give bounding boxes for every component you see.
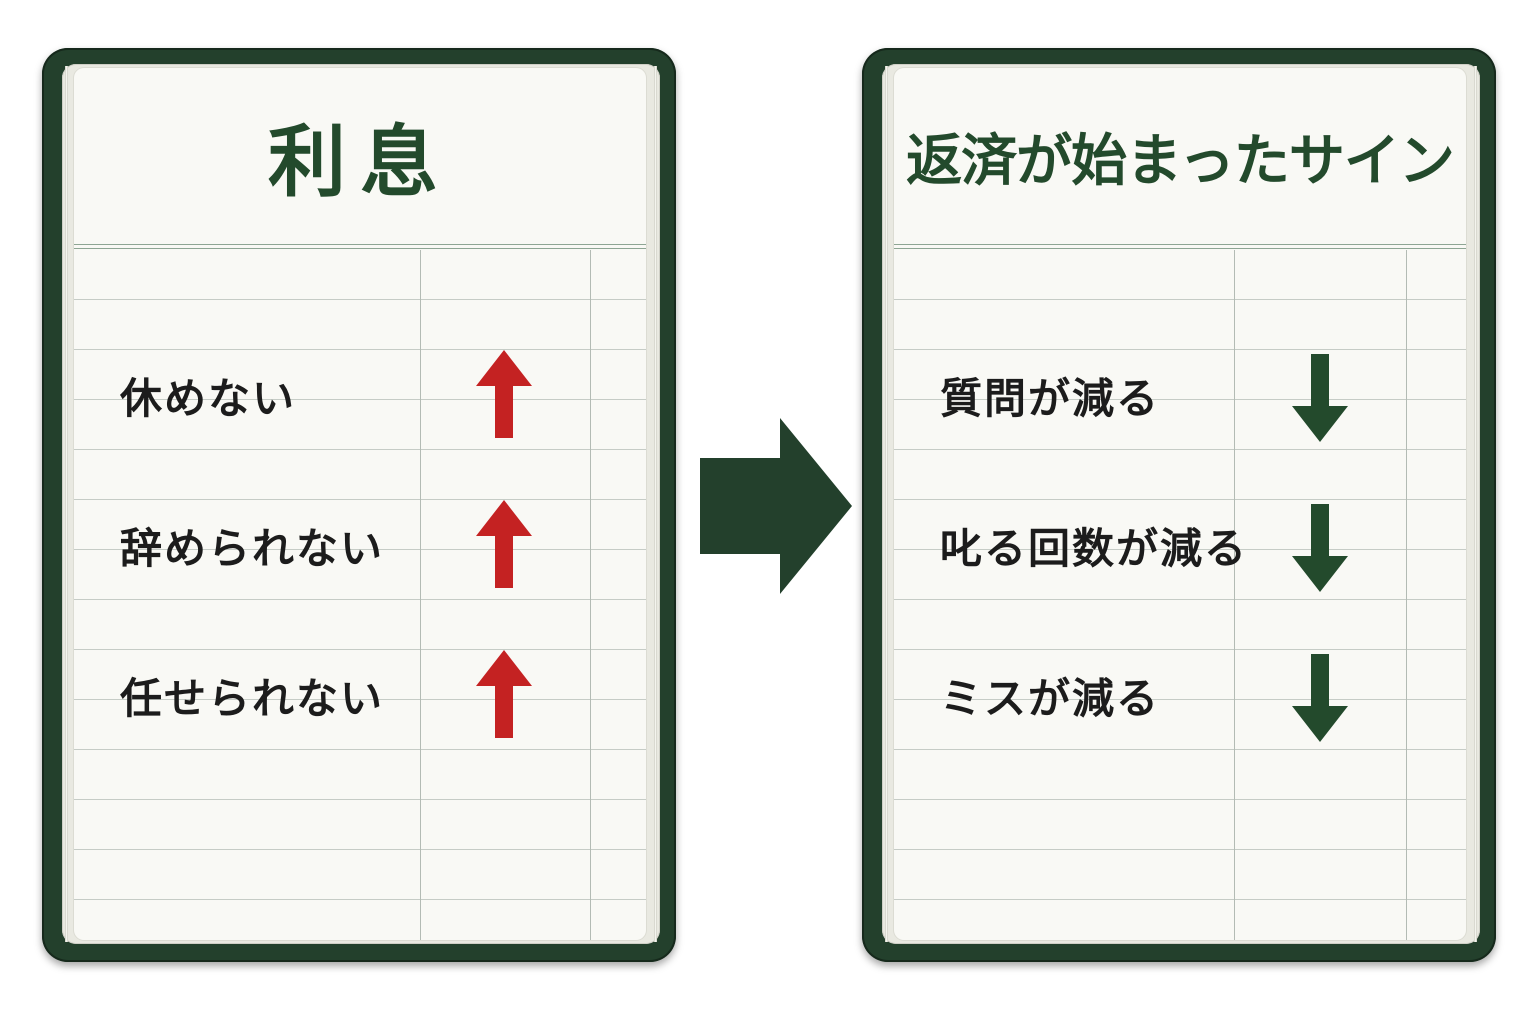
down-arrow-icon: [1292, 504, 1348, 592]
down-arrow-shape: [1292, 504, 1348, 592]
left-ledger-page: 利息 休めない 辞められない 任せられない: [74, 68, 646, 940]
right-ruled-lines: [894, 250, 1466, 940]
up-arrow-icon: [476, 350, 532, 438]
right-column-divider-narrow: [1406, 250, 1407, 940]
up-arrow-shape: [476, 650, 532, 738]
up-arrow-shape: [476, 350, 532, 438]
right-title-rule: [894, 244, 1466, 249]
right-arrow-icon: [700, 418, 852, 594]
left-item-label-2: 辞められない: [120, 524, 385, 573]
right-ledger-page: 返済が始まったサイン 質問が減る 叱る回数が減る ミスが減る: [894, 68, 1466, 940]
left-panel-title: 利息: [267, 117, 452, 208]
left-item-label-3: 任せられない: [120, 674, 385, 723]
right-item-label-3: ミスが減る: [940, 674, 1161, 723]
right-ledger-book: 返済が始まったサイン 質問が減る 叱る回数が減る ミスが減る: [862, 48, 1496, 962]
up-arrow-shape: [476, 500, 532, 588]
left-ledger-book: 利息 休めない 辞められない 任せられない: [42, 48, 676, 962]
left-title-rule: [74, 244, 646, 249]
left-page-stack: 利息 休めない 辞められない 任せられない: [62, 64, 660, 944]
down-arrow-shape: [1292, 654, 1348, 742]
left-column-divider-narrow: [590, 250, 591, 940]
right-item-label-2: 叱る回数が減る: [940, 524, 1249, 573]
down-arrow-icon: [1292, 354, 1348, 442]
left-ruled-lines: [74, 250, 646, 940]
up-arrow-icon: [476, 650, 532, 738]
up-arrow-icon: [476, 500, 532, 588]
down-arrow-shape: [1292, 354, 1348, 442]
right-column-divider: [1234, 250, 1235, 940]
left-column-divider: [420, 250, 421, 940]
left-item-label-1: 休めない: [120, 374, 297, 423]
down-arrow-icon: [1292, 654, 1348, 742]
right-panel-title: 返済が始まったサイン: [906, 127, 1455, 194]
right-page-stack: 返済が始まったサイン 質問が減る 叱る回数が減る ミスが減る: [882, 64, 1480, 944]
right-item-label-1: 質問が減る: [940, 374, 1161, 423]
transition-arrow-shape: [700, 418, 852, 594]
